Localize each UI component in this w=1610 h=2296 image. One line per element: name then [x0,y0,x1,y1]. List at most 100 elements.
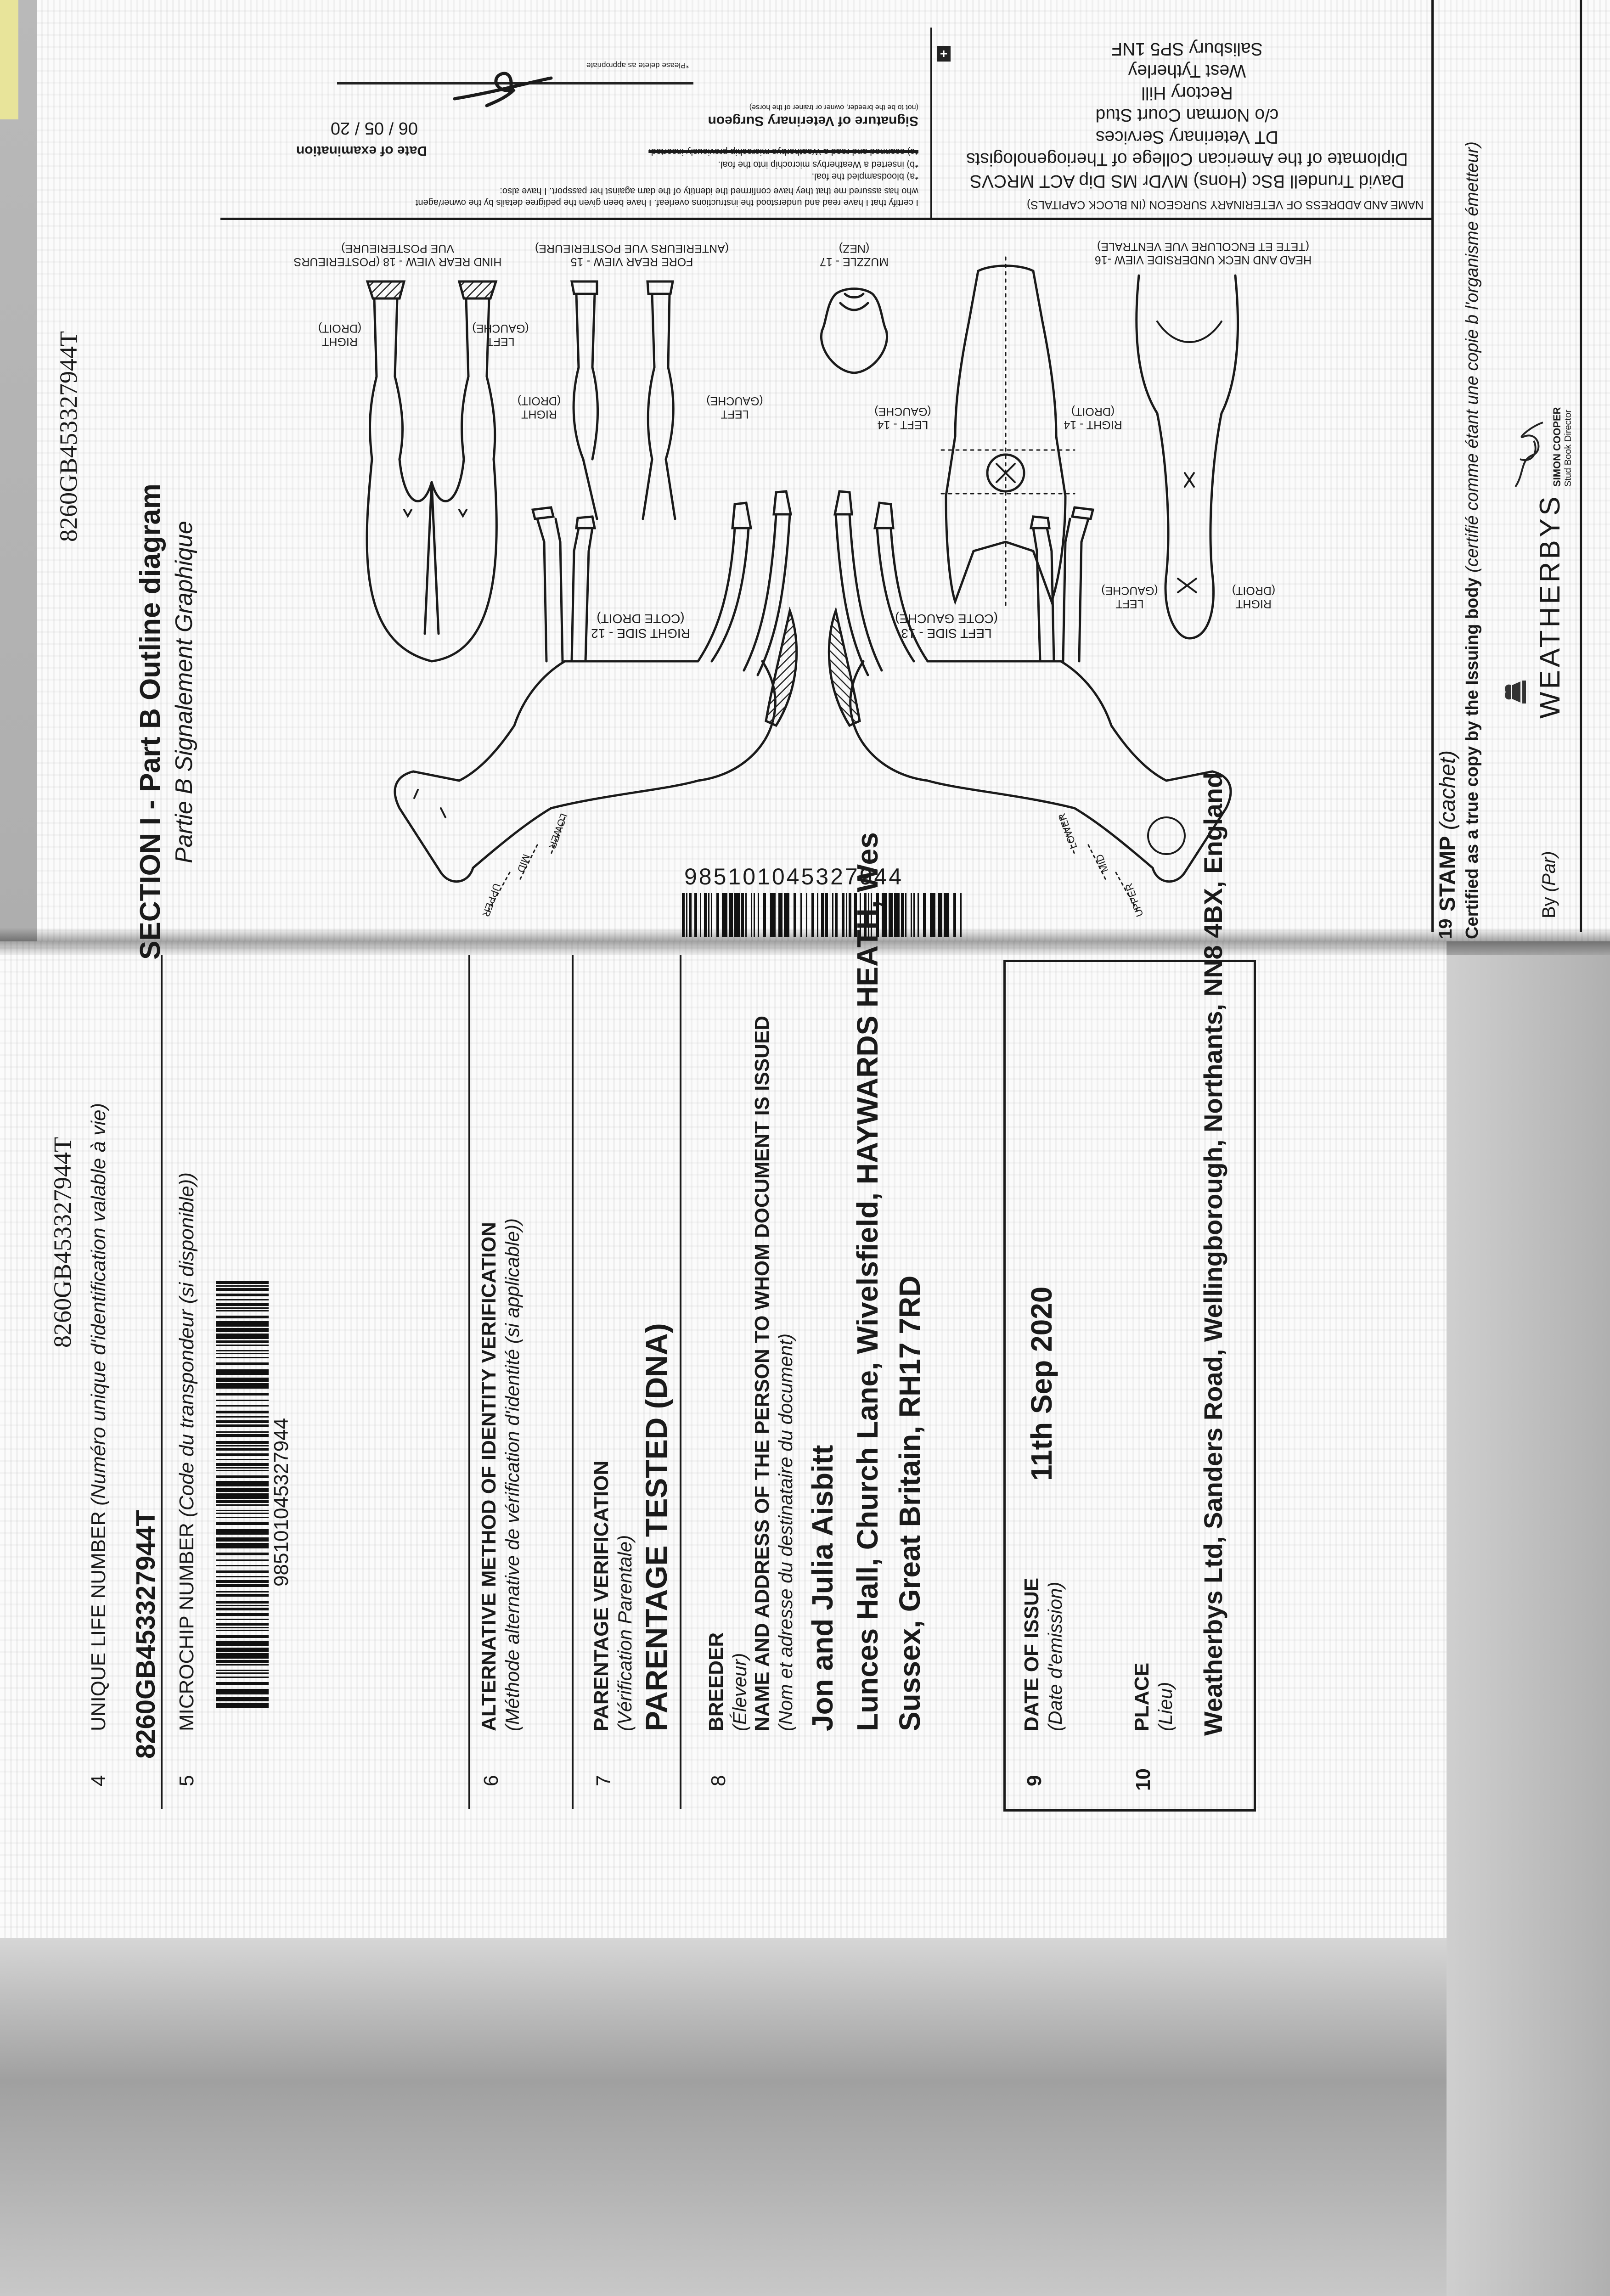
barcode-bar [216,1648,269,1652]
barcode-bar [216,1424,269,1427]
fore-rear-view-drawing [570,280,676,520]
barcode-bar [216,1594,269,1597]
barcode-bar [923,893,926,937]
barcode-bar [770,893,776,937]
barcode-bar [860,893,861,937]
barcode-bar [817,893,818,937]
barcode-bar [901,893,904,937]
stamp-by-label: By (Par) [1539,851,1559,918]
barcode-bar [216,1357,269,1358]
issue-box [1003,960,1256,1812]
field-8-sublabel-fr: (Nom et adresse du destinataire du docum… [775,1333,796,1731]
barcode-bar [751,893,752,937]
barcode-bar [745,893,747,937]
field-4-label: UNIQUE LIFE NUMBER (Numéro unique d'iden… [87,1103,110,1731]
barcode-bar [938,893,942,937]
barcode-bar [216,1660,269,1663]
barcode-bar [758,893,759,937]
label-head-neck-underside: HEAD AND NECK UNDERSIDE VIEW -16(TETE ET… [1094,240,1312,266]
field-10-label-fr: (Lieu) [1154,1682,1176,1731]
barcode-bar [682,893,685,937]
yellow-page-tab [0,0,18,119]
head-underside-view-drawing [1135,274,1239,640]
field-7-number: 7 [592,1775,615,1786]
barcode-bar [722,893,727,937]
barcode-bar [216,1434,269,1437]
horse-outline-diagram [366,72,1239,915]
barcode-bar [216,1411,269,1413]
barcode-bar [216,1608,269,1610]
plus-mark-icon: + [937,46,951,62]
scanner-edge-shadow [1447,955,1610,2296]
barcode-bar [930,893,935,937]
barcode-bar [216,1504,269,1506]
barcode-bar [216,1517,269,1518]
signatory-name: SIMON COOPER [1551,407,1563,487]
muzzle-drawing [820,287,888,374]
barcode-bar [216,1672,269,1674]
barcode-bar [216,1445,269,1446]
barcode-bar [741,893,744,937]
barcode-bar [216,1353,269,1354]
director-signature [1514,422,1543,488]
field-9-number: 9 [1023,1775,1046,1786]
barcode-bar [216,1378,269,1382]
divider [572,955,574,1809]
barcode-bar [953,893,956,937]
diagram-barcode [682,893,962,937]
barcode-bar [216,1510,269,1511]
barcode-bar [800,893,802,937]
field-8-number: 8 [707,1775,730,1786]
barcode-bar [825,893,828,937]
barcode-bar [832,893,833,937]
field-5-number: 5 [175,1775,198,1786]
barcode-bar [729,893,733,937]
head-top-view-drawing [940,256,1075,607]
barcode-bar [868,893,869,937]
label-fore-right: RIGHT(DROIT) [517,394,561,421]
stamp-label: STAMP (cachet) [1435,750,1460,912]
barcode-bar [216,1481,269,1486]
barcode-bar [216,1670,269,1671]
barcode-bar [216,1584,269,1587]
barcode-bar [784,893,789,937]
field-8-label: BREEDER [705,1632,727,1731]
barcode-bar [763,893,766,937]
right-side-horse-drawing [394,490,798,883]
barcode-bar [216,1677,269,1678]
barcode-bar [216,1299,269,1300]
divider [161,955,163,1809]
barcode-bar [216,1441,269,1444]
field-9-label: DATE OF ISSUE [1020,1577,1043,1731]
barcode-bar [216,1310,269,1311]
barcode-bar [849,893,851,937]
barcode-bar [216,1565,269,1566]
label-underside-right: RIGHT(DROIT) [1232,584,1276,610]
bottom-passport-page [0,941,1447,1938]
barcode-bar [216,1334,269,1339]
barcode-bar [216,1570,269,1573]
field-9-label-fr: (Date d'emission) [1044,1581,1066,1731]
vet-section-divider [220,218,1431,220]
barcode-bar [216,1321,269,1327]
vet-signature [453,72,553,107]
barcode-bar [216,1513,269,1514]
barcode-bar [811,893,814,937]
barcode-bar [216,1350,269,1351]
field-4-number: 4 [87,1775,110,1786]
barcode-bar [216,1500,269,1503]
barcode-bar [216,1641,269,1646]
barcode-bar [821,893,824,937]
barcode-bar [918,893,919,937]
barcode-bar [216,1613,269,1616]
barcode-bar [794,893,796,937]
barcode-bar [694,893,697,937]
barcode-bar [689,893,692,937]
barcode-bar [842,893,844,937]
barcode-bar [216,1623,269,1626]
barcode-bar [216,1467,269,1469]
barcode-bar [216,1416,269,1418]
barcode-bar [960,893,962,937]
barcode-bar [216,1328,269,1332]
